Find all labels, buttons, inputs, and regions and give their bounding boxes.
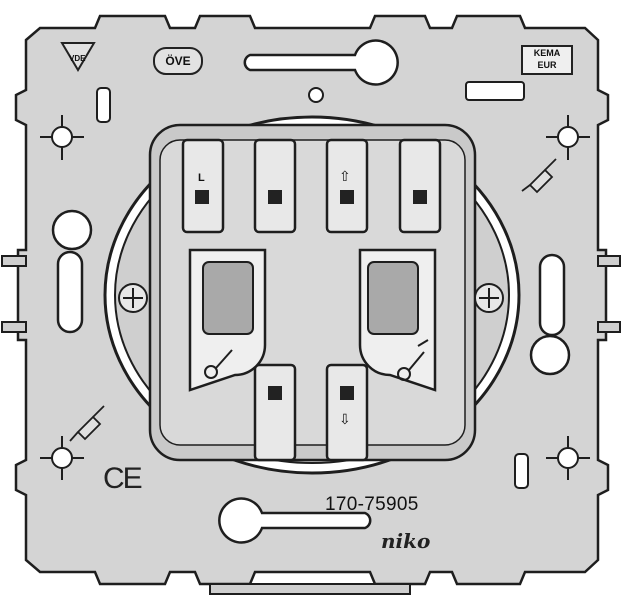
kema-line1: KEMA xyxy=(533,48,561,58)
vde-certification-badge: VDE xyxy=(60,40,96,72)
keyhole-slot-top xyxy=(243,39,399,86)
screwdriver-icon xyxy=(69,405,105,442)
switch-body xyxy=(103,115,521,475)
corner-hole-bottom-left xyxy=(40,436,84,480)
down-arrow-icon: ⇩ xyxy=(339,411,351,427)
screw-right xyxy=(474,283,504,313)
switch-symbol-icon xyxy=(204,349,233,379)
terminal-live-label: L xyxy=(198,172,205,184)
rocker-left xyxy=(188,248,267,392)
terminal-5 xyxy=(253,363,297,462)
hole-top-center xyxy=(308,87,324,103)
corner-hole-top-left xyxy=(40,115,84,160)
terminal-6 xyxy=(325,363,369,462)
vde-label: VDE xyxy=(69,54,86,63)
slot-top-right xyxy=(465,81,525,101)
screwdriver-icon xyxy=(521,158,557,194)
slot-bottom-right xyxy=(514,453,529,489)
slot-left xyxy=(56,250,84,334)
keyhole-slot-bottom xyxy=(218,497,372,544)
mount-hole-left xyxy=(51,209,93,251)
kema-line2: EUR xyxy=(537,60,557,70)
slot-top-left xyxy=(96,87,111,123)
mount-hole-right xyxy=(529,334,571,376)
triangle-icon xyxy=(60,42,96,72)
terminal-1 xyxy=(181,138,225,234)
two-way-switch-symbol-icon xyxy=(397,339,429,381)
ove-certification-badge: ÖVE xyxy=(153,47,203,75)
brand-logo: niko xyxy=(381,529,431,553)
terminal-4 xyxy=(398,138,442,234)
screw-left xyxy=(118,283,148,313)
rocker-right xyxy=(358,248,437,392)
slot-right xyxy=(538,253,566,337)
terminal-row-top xyxy=(181,138,442,234)
terminal-3 xyxy=(325,138,369,234)
part-number: 170-75905 xyxy=(325,494,419,515)
ce-mark: CE xyxy=(103,462,143,495)
terminal-row-bottom xyxy=(253,363,369,462)
terminal-2 xyxy=(253,138,297,234)
kema-certification-badge: KEMA EUR xyxy=(521,45,573,75)
corner-hole-bottom-right xyxy=(546,436,590,480)
up-arrow-icon: ⇧ xyxy=(339,168,351,184)
corner-hole-top-right xyxy=(546,115,590,160)
